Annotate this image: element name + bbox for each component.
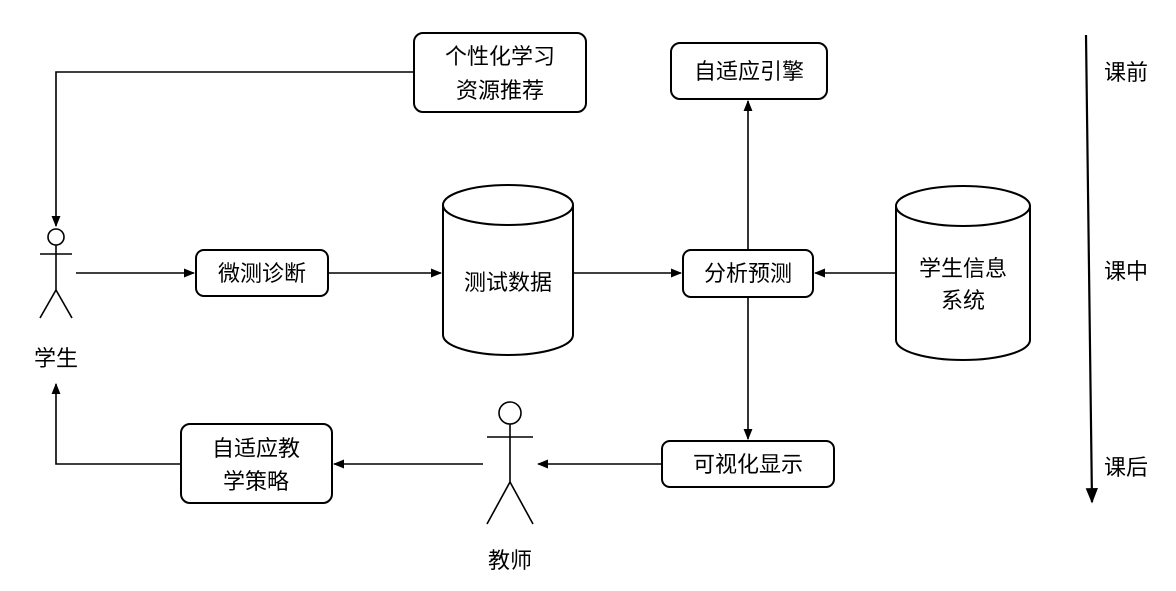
timeline-arrow xyxy=(1084,34,1098,504)
svg-text:测试数据: 测试数据 xyxy=(464,271,552,296)
svg-text:可视化显示: 可视化显示 xyxy=(693,453,803,478)
personalized-resources-node: 个性化学习 资源推荐 xyxy=(413,32,587,113)
svg-text:自适应教: 自适应教 xyxy=(212,437,300,462)
svg-text:个性化学习: 个性化学习 xyxy=(445,45,555,70)
svg-text:自适应引擎: 自适应引擎 xyxy=(694,60,804,85)
svg-text:微测诊断: 微测诊断 xyxy=(218,262,306,287)
resources-to-student-arrow xyxy=(51,71,414,228)
teacher-label: 教师 xyxy=(488,549,532,574)
student-label: 学生 xyxy=(34,347,78,372)
svg-text:分析预测: 分析预测 xyxy=(704,262,792,287)
svg-text:系统: 系统 xyxy=(941,289,985,314)
analysis-node: 分析预测 xyxy=(682,249,814,298)
student-actor: 学生 xyxy=(34,228,78,372)
timeline-during: 课中 xyxy=(1104,260,1148,285)
student-info-database: 学生信息 系统 xyxy=(895,185,1031,361)
adaptive-engine-node: 自适应引擎 xyxy=(670,42,828,100)
teacher-actor: 教师 xyxy=(486,401,534,574)
timeline-after: 课后 xyxy=(1104,456,1148,481)
svg-text:资源推荐: 资源推荐 xyxy=(456,79,544,104)
svg-text:学策略: 学策略 xyxy=(223,470,289,495)
student-head xyxy=(47,228,65,246)
svg-text:学生信息: 学生信息 xyxy=(919,257,1007,282)
adaptive-strategy-node: 自适应教 学策略 xyxy=(180,423,333,504)
micro-test-node: 微测诊断 xyxy=(195,249,329,297)
timeline-before: 课前 xyxy=(1104,61,1148,86)
visualization-node: 可视化显示 xyxy=(661,440,835,488)
teacher-head xyxy=(498,401,522,425)
test-data-database: 测试数据 xyxy=(442,184,574,356)
strategy-to-student-arrow xyxy=(51,382,181,465)
